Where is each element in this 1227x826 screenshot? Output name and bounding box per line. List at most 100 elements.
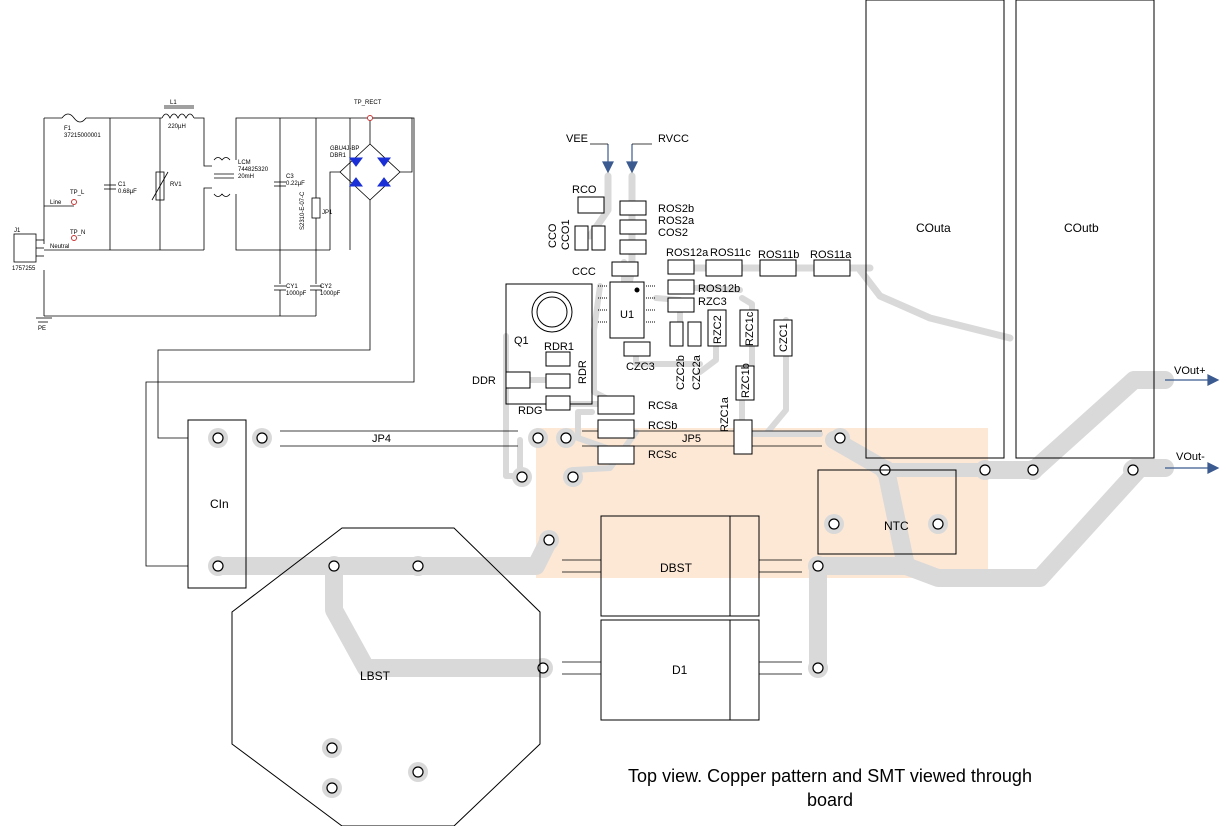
czc3-pad [623,341,651,357]
dbst-outline [600,515,760,617]
czc2b-pad [669,321,684,347]
rdr-label: RDR [577,360,589,384]
rzc1b-label: RZC1b [740,363,752,398]
rcsa-pad [597,395,635,415]
lbst-label: LBST [360,669,391,683]
rzc1c-pad [739,309,759,347]
test-point-icon [367,115,373,121]
lcm-value-label: 20mH [238,174,254,180]
neutral-net-label: Neutral [50,244,69,250]
jp1-part-label: S2310-E-07-C [300,191,306,230]
rzc1a-label: RZC1a [719,396,731,432]
varistor-symbol [155,171,165,201]
cy1-value-label: 1000pF [286,291,307,297]
cco1-label: CCO1 [560,219,572,250]
ros12a-label: ROS12a [666,247,709,259]
via-pad [208,556,228,576]
lcm-part-label: 744825320 [238,167,269,173]
rcsb-pad [597,419,635,439]
trace-vout-neg [809,459,1149,587]
rzc3-label: RZC3 [698,296,727,308]
lcm-label: LCM [238,160,251,166]
ntc-label: NTC [884,519,909,533]
czc2b-label: CZC2b [675,355,687,390]
ros12b-label: ROS12b [698,283,740,295]
bridge-ref-label: DBR1 [330,153,347,159]
smt-pads [505,196,851,465]
czc1-label: CZC1 [778,323,790,352]
rzc2-label: RZC2 [712,315,724,344]
bridge-diodes [349,157,391,187]
vias [208,428,1143,798]
q1-mount-hole [531,291,573,333]
test-points [71,115,373,241]
cco-pad [574,225,589,251]
line-net-label: Line [50,200,62,206]
czc1-pad [773,319,793,357]
schematic-labels: F1 37215000001 L1 220µH TP_RECT LCM 7448… [12,100,382,332]
trace-vout-pos [977,371,1174,479]
ros11b-label: ROS11b [758,249,799,261]
component-labels: RCO CCO CCO1 ROS2b ROS2a COS2 CCC ROS12a… [372,184,852,461]
fuse-symbol [61,113,87,123]
j1-part-label: 1757255 [12,266,36,272]
vout-neg-arrow-icon [1207,462,1220,474]
ros11c-pad [705,259,743,277]
trace-q1-down [571,429,639,473]
ccc-label: CCC [572,266,596,278]
cin-label: CIn [210,497,229,511]
cin-outline [187,419,247,589]
via-pad [208,428,228,448]
ros11a-label: ROS11a [810,249,852,261]
via-pad [408,762,428,782]
component-outlines [187,0,1155,826]
pe-label: PE [38,326,46,332]
via-pad [975,460,995,480]
q1-label: Q1 [514,335,529,347]
rzc1c-label: RZC1c [744,311,756,346]
rco-label: RCO [572,184,597,196]
diode-icon [377,157,391,167]
d1-label: D1 [672,663,688,677]
rdg-label: RDG [518,405,542,417]
couta-outline [865,0,1005,459]
d1-outline [600,619,760,721]
ddr-pad [505,371,531,389]
diode-icon [349,157,363,167]
diode-icon [349,177,363,187]
rvcc-label: RVCC [658,133,689,145]
rzc1b-pad [735,365,755,401]
cos2-pad [619,239,647,255]
rzc3-pad [667,297,695,313]
ros11b-pad [759,259,797,277]
ros2a-pad [619,219,647,235]
q1-mount-hole-inner [536,296,568,328]
vout-pos-arrow-icon [1207,374,1220,386]
j1-label: J1 [14,228,21,234]
jp1-label: JP1 [322,210,333,216]
via-pad [533,658,553,678]
via-pad [408,556,428,576]
test-point-icon [71,199,77,205]
net-labels: VEE RVCC VOut+ VOut- [566,133,1206,463]
c1-label: C1 [118,182,126,188]
via-pad [528,428,548,448]
c3-value-label: 0.22µF [286,181,305,187]
via-pad [830,428,850,448]
diode-icon [377,177,391,187]
vee-arrow-icon [602,161,614,174]
ros2b-label: ROS2b [658,203,694,215]
via-pad [322,738,342,758]
connector-j1-symbol [13,233,37,263]
rcsa-label: RCSa [648,400,678,412]
vee-label: VEE [566,133,588,145]
jumper-jp1-symbol [311,197,321,219]
rcsc-label: RCSc [648,449,677,461]
inductor-value-label: 220µH [168,124,186,130]
inductor-symbol [161,113,195,119]
cy2-value-label: 1000pF [320,291,341,297]
ros12a-pad [667,259,695,275]
tp-l-label: TP_L [70,190,85,196]
rdr-pad [545,373,571,389]
